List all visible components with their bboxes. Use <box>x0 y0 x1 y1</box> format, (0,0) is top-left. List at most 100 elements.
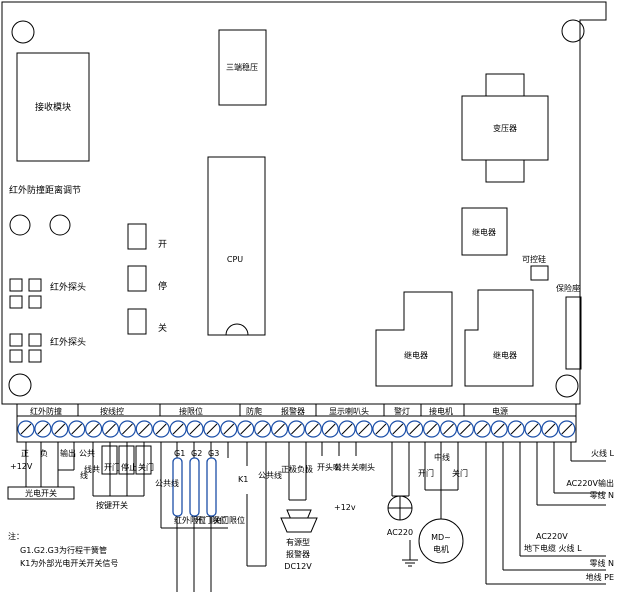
alarm-buzzer-bell <box>280 517 318 533</box>
terminal-screw-slot <box>138 423 150 435</box>
close-horn-label: 关喇头 <box>351 462 375 472</box>
g1-label: G1 <box>174 449 185 458</box>
ir-probe-connector-1 <box>9 278 42 309</box>
potentiometer <box>9 214 31 236</box>
limit-switch-g3 <box>206 457 217 517</box>
ir-limit-label: 红外限位 <box>174 515 206 525</box>
limit-common-label: 公共线 <box>155 478 179 488</box>
relay <box>461 207 508 256</box>
terminal-screw-slot <box>561 423 573 435</box>
terminal-screw-slot <box>105 423 116 435</box>
terminal-screw-slot <box>358 423 370 435</box>
note-line-2: K1为外部光电开关开关信号 <box>20 558 118 568</box>
terminal-screw-slot <box>544 423 556 435</box>
close-door-label: 关门 <box>138 462 154 472</box>
open-limit-label: 开门限位 <box>195 515 227 525</box>
earth-label: 地线 PE <box>586 572 614 582</box>
buzzer-type-label: 有源型 <box>286 537 310 547</box>
board-outline <box>1 1 607 405</box>
negative-label: 负极 <box>297 464 313 474</box>
terminal-screw-slot <box>223 423 235 435</box>
common-label: 公共 <box>334 463 350 472</box>
negative-label: 负 <box>40 448 48 458</box>
terminal-screw-slot <box>71 423 83 435</box>
group-ir-protect: 红外防撞 <box>30 406 62 416</box>
motor-close-label: 关门 <box>452 468 468 478</box>
terminal-screw-slot <box>341 423 353 435</box>
terminal-screw-slot <box>460 423 471 435</box>
header-dividers <box>77 404 465 416</box>
terminal-strip <box>16 415 577 443</box>
terminal-screw-slot <box>527 423 539 435</box>
g2-label: G2 <box>191 449 202 458</box>
terminal-screw-slot <box>20 423 32 435</box>
limit-switch-g1 <box>172 457 183 517</box>
regulator-label: 三端稳压 <box>226 62 258 72</box>
anti-common-label: 公共线 <box>258 470 282 480</box>
terminal-screw-slot <box>307 423 319 435</box>
note-title: 注： <box>8 531 24 541</box>
limit-wiring <box>160 442 229 592</box>
ac220-label: AC220V <box>536 532 568 541</box>
terminal-screw-slot <box>443 423 454 435</box>
group-alarm: 报警器 <box>281 406 305 416</box>
ir-probe-connector-2 <box>9 333 42 363</box>
terminal-screw-slot <box>291 423 302 435</box>
fuse-label: 保险座 <box>556 283 580 293</box>
cpu-notch <box>225 323 249 336</box>
terminal-screw-slot <box>155 423 167 435</box>
terminal-screw-slot <box>54 423 66 435</box>
receiver-module <box>16 52 90 162</box>
mounting-hole <box>555 374 579 398</box>
wire-label: 线 <box>80 470 88 480</box>
terminal-screw-slot <box>122 423 133 435</box>
motor-label: 电机 <box>433 544 449 554</box>
ir-adjust-label: 红外防撞距离调节 <box>9 184 81 196</box>
group-motor: 接电机 <box>429 406 453 416</box>
stop-button-pad <box>127 265 147 292</box>
mounting-hole <box>11 20 35 44</box>
terminal-screw-slot <box>172 423 184 435</box>
terminal-screw-slot <box>493 423 505 435</box>
motor-open-label: 开门 <box>418 468 434 478</box>
relay-label: 继电器 <box>404 350 428 360</box>
neutral-in-label: 零线 N <box>589 558 614 568</box>
display-horn-wiring <box>321 442 357 456</box>
neutral-label: 中线 <box>434 452 450 462</box>
motor-symbol <box>418 518 464 564</box>
common-label: 线共 <box>84 464 100 474</box>
receiver-module-label: 接收模块 <box>35 101 71 113</box>
group-lamp: 警灯 <box>394 406 410 416</box>
cpu-chip <box>207 156 266 336</box>
close-label: 关 <box>158 322 167 334</box>
positive-label: 正 <box>21 449 29 458</box>
potentiometer <box>49 214 71 236</box>
output-label: 输出 <box>60 448 76 458</box>
cpu-label: CPU <box>227 255 243 264</box>
group-wire-control: 按线控 <box>100 406 124 416</box>
anti-climb-wiring <box>246 442 267 567</box>
g3-label: G3 <box>208 449 219 458</box>
terminal-screws <box>17 420 576 438</box>
buzzer-voltage-label: DC12V <box>284 562 312 571</box>
terminal-screw-slot <box>510 423 522 435</box>
common-label: 公共 <box>79 449 95 458</box>
ir-probe-label: 红外探头 <box>50 281 86 293</box>
lamp-wiring <box>391 442 410 497</box>
fuse-holder <box>565 296 582 370</box>
stop-label: 停 <box>158 280 167 292</box>
terminal-screw-slot <box>476 423 488 435</box>
wire-control-wiring <box>92 442 152 497</box>
plus12v-label: +12v <box>334 503 356 512</box>
group-display-horn: 显示喇叭头 <box>329 406 369 416</box>
transformer-top <box>485 73 525 97</box>
stop-label: 停止 <box>121 462 137 472</box>
power-wiring <box>485 442 606 585</box>
group-power: 电源 <box>492 406 508 416</box>
note-line-1: G1.G2.G3为行程干簧管 <box>20 545 107 555</box>
relay <box>464 289 534 387</box>
terminal-screw-slot <box>409 423 421 435</box>
photo-switch-label: 光电开关 <box>25 488 57 498</box>
